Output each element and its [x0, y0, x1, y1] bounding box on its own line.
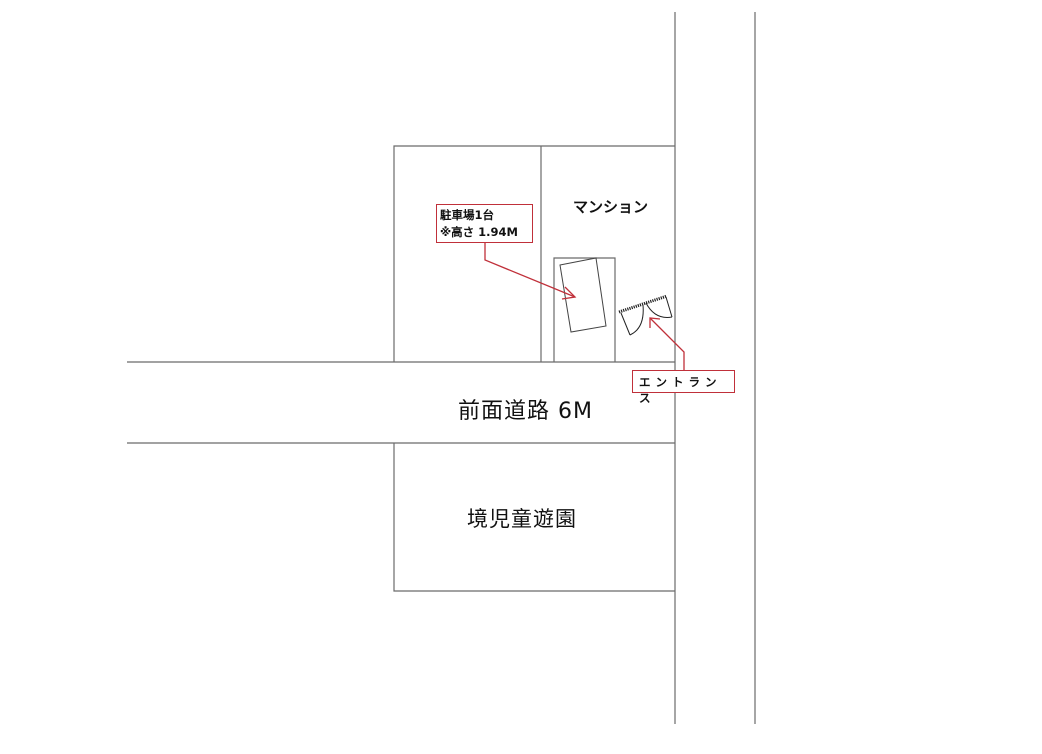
entrance-callout-arrow — [649, 317, 685, 370]
parking-bay — [553, 257, 616, 362]
parking-label-line1: 駐車場1台 — [440, 208, 495, 222]
car-outline — [559, 257, 607, 333]
parking-callout: 駐車場1台 ※高さ 1.94M — [436, 204, 533, 243]
site-lot-outline — [393, 145, 675, 362]
parking-callout-arrow — [484, 243, 576, 298]
park-outline — [393, 443, 675, 592]
front-road-label: 前面道路 6M — [458, 399, 593, 424]
parking-label-line2: ※高さ 1.94M — [440, 225, 519, 239]
mansion-label: マンション — [573, 198, 649, 216]
entrance-callout: エントランス — [632, 370, 735, 405]
park-label: 境児童遊園 — [467, 507, 577, 531]
entrance-door-icon — [618, 294, 673, 336]
